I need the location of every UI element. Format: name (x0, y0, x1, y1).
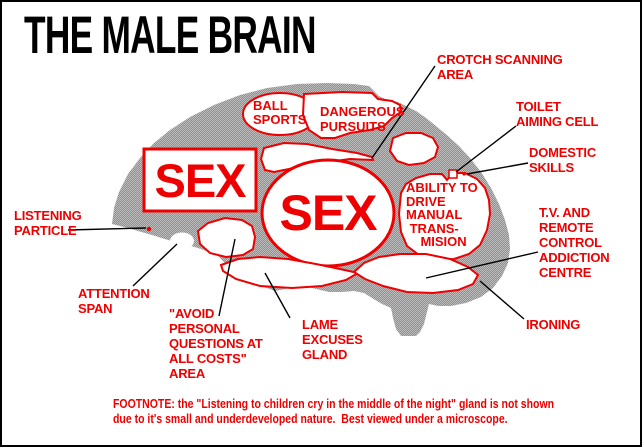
label-domestic-skills: DOMESTIC SKILLS (529, 145, 597, 175)
leader-domestic-skills (466, 162, 529, 175)
label-crotch-scanning-area: CROTCH SCANNING AREA (437, 52, 563, 82)
domestic-skills-dot (462, 172, 466, 176)
label-listening-particle: LISTENING PARTICLE (14, 208, 82, 238)
sex-secondary-text: SEX (279, 185, 377, 241)
leader-crotch-scanning (371, 65, 436, 159)
leader-ironing (479, 280, 525, 320)
label-lame-excuses-gland: LAME EXCUSES GLAND (302, 317, 363, 362)
manual-transmission-region (397, 172, 492, 262)
manual-transmission-text: ABILITY TO DRIVE MANUAL TRANS- MISION (406, 180, 478, 249)
label-toilet-aiming-cell: TOILET AIMING CELL (516, 99, 599, 129)
leader-attention-span (132, 243, 178, 287)
dangerous-pursuits-text: DANGEROUS PURSUITS (320, 104, 405, 134)
listening-particle-dot (146, 226, 152, 232)
ball-sports-text: BALL SPORTS (253, 98, 307, 127)
label-attention-span: ATTENTION SPAN (78, 286, 150, 316)
upper-right-gland-region (388, 132, 440, 167)
label-tv-remote-addiction: T.V. AND REMOTE CONTROL ADDICTION CENTRE (539, 205, 610, 280)
leader-toilet-aiming (455, 125, 517, 173)
tv-addiction-region (352, 253, 480, 295)
footnote: FOOTNOTE: the "Listening to children cry… (113, 397, 555, 426)
avoid-questions-region (196, 216, 257, 259)
page-title: THE MALE BRAIN (24, 6, 316, 66)
leader-tv-addiction (425, 251, 539, 279)
sex-primary-text: SEX (154, 153, 246, 207)
sex-rectangle-region (142, 147, 258, 213)
leader-avoid-questions (218, 238, 236, 317)
dangerous-pursuits-region (301, 90, 403, 139)
lame-excuses-region (219, 255, 361, 290)
label-avoid-personal-questions: "AVOID PERSONAL QUESTIONS AT ALL COSTS" … (169, 306, 263, 381)
leader-listening-particle (67, 227, 147, 231)
crotch-scanning-region (259, 141, 375, 174)
leader-lame-excuses (264, 272, 291, 319)
toilet-aiming-cell-region (448, 169, 458, 179)
label-ironing: IRONING (526, 317, 581, 332)
